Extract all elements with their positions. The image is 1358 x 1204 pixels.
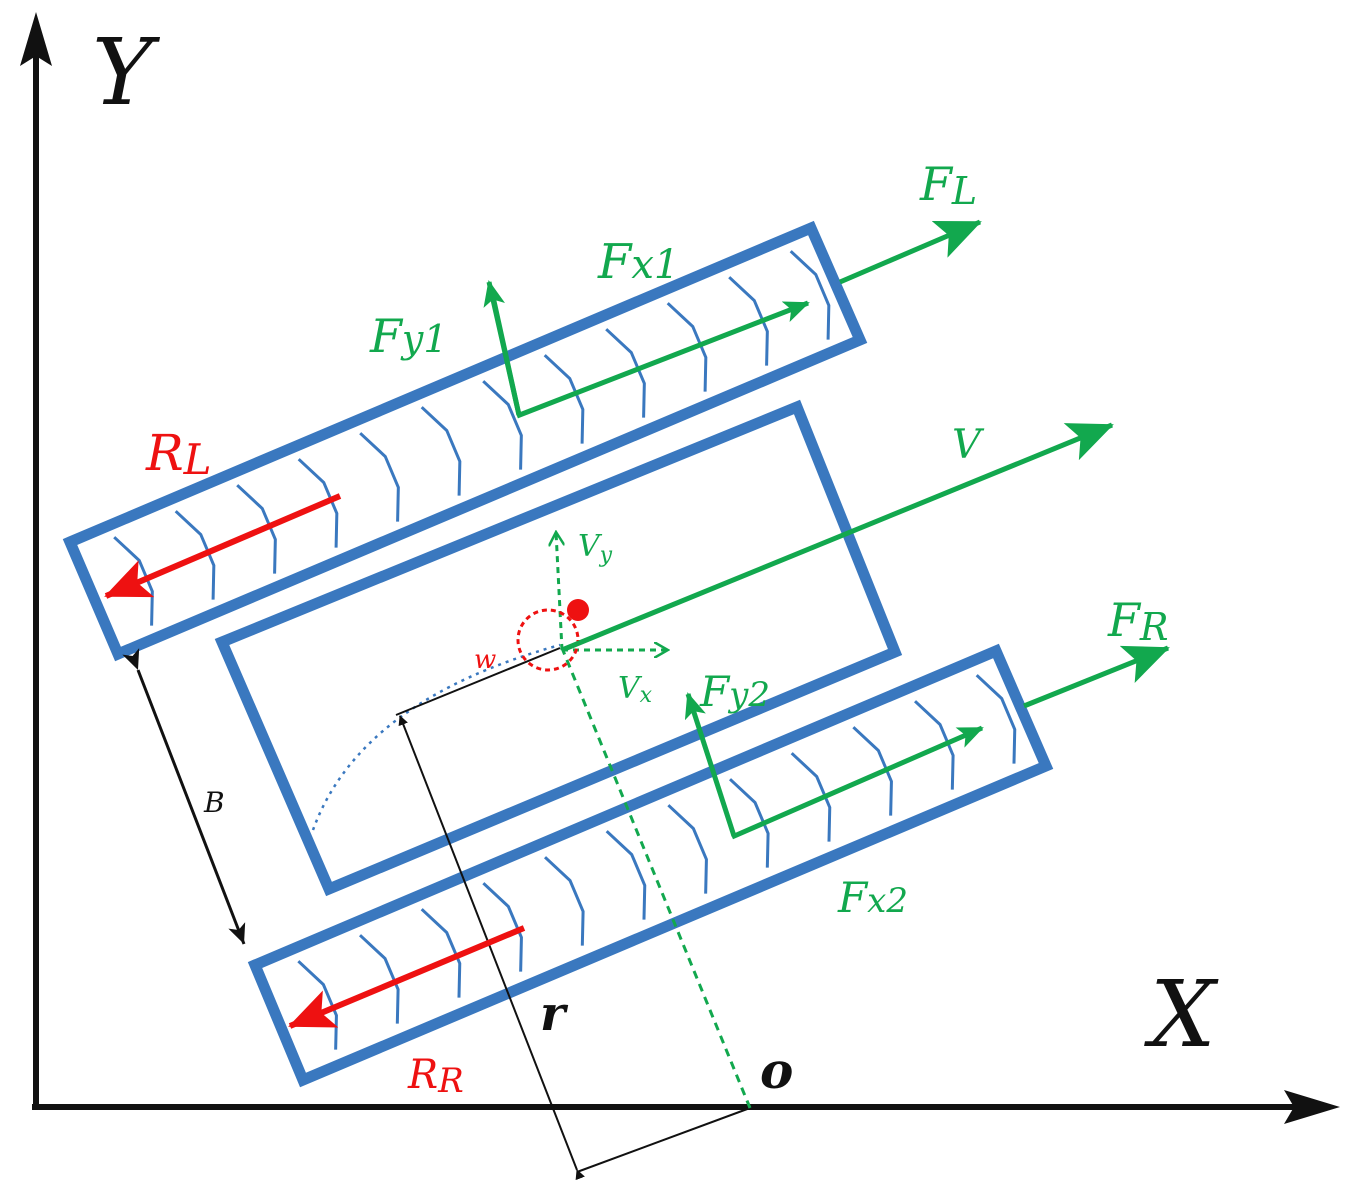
tread-chevron [605, 830, 647, 920]
origin-label: o [760, 1041, 793, 1100]
RR-label: RR [407, 1052, 464, 1101]
velocity-V-label: V [952, 422, 985, 468]
resistance-forces: RL RR [104, 424, 526, 1101]
tread-chevron [790, 752, 832, 842]
tread-chevron [358, 934, 400, 1024]
tread-chevron [420, 406, 462, 496]
velocity-V-arrow [561, 422, 1114, 653]
dimension-B-line [122, 648, 246, 945]
Fx2-arrow [731, 725, 984, 840]
vy-label: Vy [578, 529, 613, 568]
tread-chevron [482, 882, 523, 972]
tread-chevron [789, 250, 831, 340]
Fx2-label: Fx2 [837, 873, 908, 922]
RL-arrow [104, 493, 342, 599]
yaw-rate-label: w [474, 645, 496, 675]
radius-line-bottom [576, 1107, 751, 1173]
Fy2-label: Fy2 [699, 667, 770, 716]
FL-arrow [839, 219, 982, 285]
tread-chevron [852, 726, 893, 816]
right-track-outline [247, 643, 1054, 1088]
yaw-rate-dot [567, 599, 589, 621]
Fx1-label: Fx1 [597, 234, 679, 290]
track-gauge-dimension-B: B [122, 648, 246, 945]
FL-label: FL [919, 157, 977, 213]
coordinate-axes: Y X o [20, 12, 1340, 1124]
x-axis-arrowhead [1284, 1090, 1340, 1124]
tread-chevron [482, 380, 523, 470]
RL-label: RL [145, 424, 212, 484]
radius-line-top [395, 647, 561, 716]
Fx1-arrow [516, 300, 810, 419]
vehicle-body-outline [214, 399, 903, 897]
FR-arrow [1023, 645, 1170, 709]
FR-label: FR [1107, 593, 1169, 649]
tread-chevron [975, 674, 1017, 764]
yaw-rate-circle [516, 608, 580, 672]
tread-chevron [667, 804, 708, 894]
radius-label: r [540, 986, 569, 1042]
tread-chevron [728, 276, 769, 366]
Fy2-arrow [684, 692, 737, 837]
right-track-forces: FR Fy2 Fx2 [684, 593, 1170, 922]
dimension-B-label: B [203, 786, 225, 819]
vy-arrow [556, 532, 562, 651]
tread-chevron [666, 302, 708, 392]
tread-chevron [543, 856, 585, 946]
yaw-rate-indicator: w [474, 599, 589, 675]
tread-chevron [728, 778, 770, 868]
y-axis-arrowhead [20, 12, 52, 66]
center-to-origin-dashed-line [560, 647, 752, 1109]
tread-chevron [913, 700, 955, 790]
tread-chevron [297, 960, 338, 1050]
y-axis-label: Y [92, 19, 161, 126]
tread-chevron [420, 908, 462, 998]
left-track-outline [62, 220, 868, 662]
left-track-forces: FL Fx1 Fy1 [369, 157, 982, 419]
x-axis-label: X [1144, 961, 1219, 1068]
velocity-components: Vy Vx [556, 529, 668, 708]
vx-label: Vx [618, 671, 653, 708]
Fy1-label: Fy1 [369, 309, 448, 363]
Fy1-arrow [483, 280, 522, 416]
tread-chevron [359, 432, 400, 522]
RR-arrow [288, 925, 526, 1029]
